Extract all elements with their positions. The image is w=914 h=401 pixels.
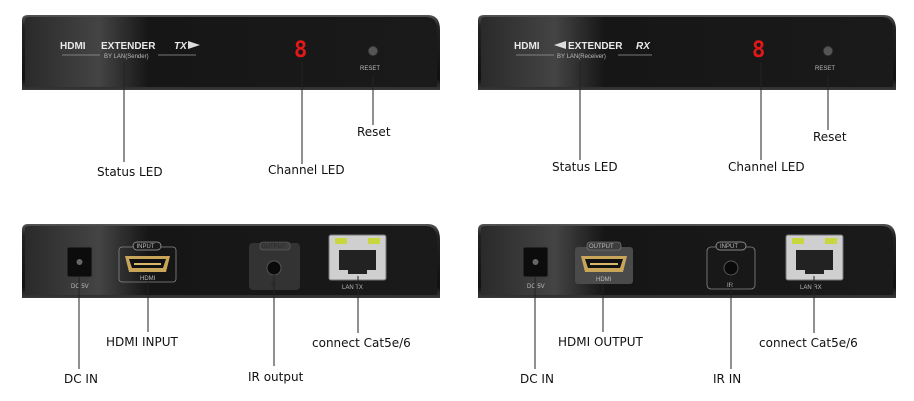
tx-front-callout-lines xyxy=(123,62,374,164)
tx-reset-button xyxy=(367,45,379,57)
tx-dc-label: DC 5V xyxy=(71,284,89,290)
rx-lan-jack-icon xyxy=(796,250,833,274)
rx-ir-jack-icon xyxy=(723,260,739,276)
rx-reset-label: RESET xyxy=(815,66,835,72)
rx-brand-logo: HDMI EXTENDER RX BY LAN(Receiver) xyxy=(514,41,652,60)
tx-brand-logo: HDMI EXTENDER TX BY LAN(Sender) xyxy=(60,41,200,60)
rx-lan-led-left-icon xyxy=(792,238,804,244)
tx-channel-led: 8 xyxy=(294,38,307,63)
rx-arrow-icon xyxy=(554,41,566,49)
rx-lan-label: LAN RX xyxy=(800,285,822,291)
rx-dc-label: DC 5V xyxy=(527,284,545,290)
tx-hdmi-tag-text: INPUT xyxy=(137,244,155,250)
rx-front-callout-lines xyxy=(579,62,829,160)
tx-lan-led-left-icon xyxy=(335,238,347,244)
tx-hdmi-label: HDMI xyxy=(140,276,156,282)
rx-dc-pin-icon xyxy=(532,259,539,265)
rx-channel-led: 8 xyxy=(752,38,765,63)
tx-back-callout-lines xyxy=(78,275,359,369)
rx-brand-suffix: RX xyxy=(636,41,651,52)
rx-dc-in-callout: DC IN xyxy=(520,372,554,386)
tx-brand-suffix: TX xyxy=(174,41,188,52)
tx-reset-label: RESET xyxy=(360,66,380,72)
tx-brand-hdmi: HDMI xyxy=(60,41,86,52)
rx-ir-label: IR xyxy=(727,283,734,289)
tx-back-panel: DC 5V INPUT HDMI OUTPUT IR LAN TX xyxy=(22,224,440,298)
tx-status-led-callout: Status LED xyxy=(97,165,163,179)
tx-dc-pin-icon xyxy=(76,259,83,265)
rx-reset-callout: Reset xyxy=(813,130,847,144)
tx-channel-led-callout: Channel LED xyxy=(268,163,345,177)
rx-status-led-callout: Status LED xyxy=(552,160,618,174)
tx-brand-sub: BY LAN(Sender) xyxy=(104,54,149,60)
rx-hdmi-tag xyxy=(586,241,622,251)
tx-hdmi-input-callout: HDMI INPUT xyxy=(106,335,179,349)
rx-brand-extender: EXTENDER xyxy=(568,41,623,52)
tx-hdmi-tag xyxy=(132,241,162,251)
tx-lan-jack-icon xyxy=(339,250,376,274)
rx-back-callout-lines xyxy=(534,275,815,369)
tx-ir-tag-text: OUTPUT xyxy=(261,244,286,250)
rx-reset-button xyxy=(822,45,834,57)
tx-reset-callout: Reset xyxy=(357,125,391,139)
rx-brand-hdmi: HDMI xyxy=(514,41,540,52)
rx-brand-sub: BY LAN(Receiver) xyxy=(557,54,606,60)
rx-ir-tag xyxy=(715,241,747,251)
rx-front-panel: HDMI EXTENDER RX BY LAN(Receiver) 8 RESE… xyxy=(478,15,896,90)
rx-ir-in-callout: IR IN xyxy=(713,372,741,386)
tx-front-panel: HDMI EXTENDER TX BY LAN(Sender) 8 RESET xyxy=(22,15,440,90)
rx-connect-cat-callout: connect Cat5e/6 xyxy=(759,336,858,350)
rx-hdmi-output-callout: HDMI OUTPUT xyxy=(558,335,644,349)
tx-connect-cat-callout: connect Cat5e/6 xyxy=(312,336,411,350)
rx-channel-led-callout: Channel LED xyxy=(728,160,805,174)
tx-ir-jack-icon xyxy=(266,260,282,276)
tx-ir-output-callout: IR output xyxy=(248,370,304,384)
tx-brand-extender: EXTENDER xyxy=(101,41,156,52)
tx-lan-led-right-icon xyxy=(368,238,380,244)
tx-arrow-icon xyxy=(188,41,200,49)
rx-lan-led-right-icon xyxy=(825,238,837,244)
rx-back-panel: DC 5V OUTPUT HDMI INPUT IR LAN RX xyxy=(478,224,896,298)
tx-lan-label: LAN TX xyxy=(342,285,363,291)
rx-hdmi-tag-text: OUTPUT xyxy=(589,244,614,250)
tx-ir-label: IR xyxy=(270,283,277,289)
rx-ir-tag-text: INPUT xyxy=(720,244,738,250)
tx-dc-in-callout: DC IN xyxy=(64,372,98,386)
rx-hdmi-label: HDMI xyxy=(596,277,612,283)
